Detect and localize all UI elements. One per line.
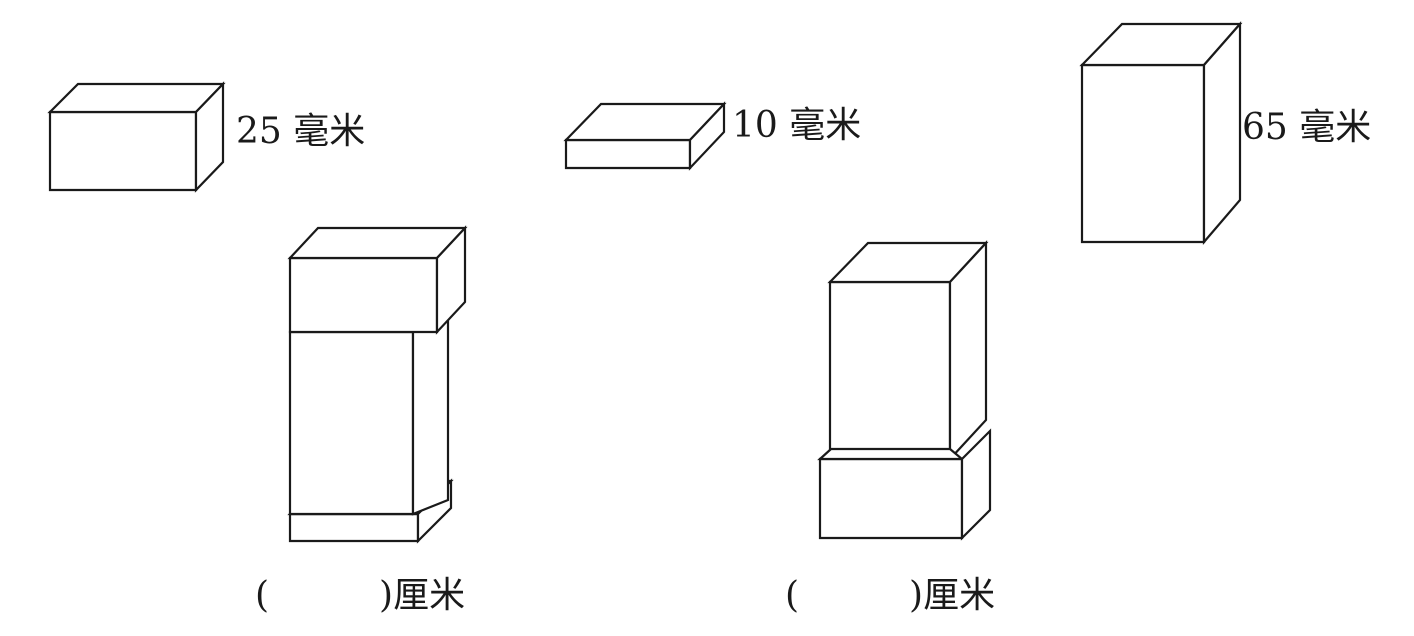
stack-right-answer-unit: 厘米 <box>923 575 996 616</box>
stack-left-answer: ()厘米 <box>255 578 465 614</box>
box-c-front-face <box>1080 63 1206 244</box>
stack-left-top-front <box>288 256 439 334</box>
stack-left-middle-box <box>288 316 450 516</box>
stack-right-answer: ()厘米 <box>785 578 995 614</box>
stack-left-top-side <box>435 225 467 335</box>
stack-left-middle-front <box>288 330 415 516</box>
box-c-side-face <box>1202 21 1242 245</box>
box-a-25mm <box>47 81 226 193</box>
stack-left-paren-close: ) <box>379 575 394 616</box>
box-a-top-face <box>47 82 226 114</box>
box-c-65mm <box>1079 21 1243 245</box>
box-c-height-label: 65 毫米 <box>1242 107 1372 148</box>
stack-right-bottom-top <box>817 447 966 461</box>
stack-right-top-front <box>828 280 952 461</box>
stack-right-top-box <box>827 240 989 462</box>
box-a-height-label: 25 毫米 <box>236 111 366 152</box>
stack-left-bottom-front <box>288 512 420 543</box>
stack-right <box>817 240 992 541</box>
stack-right-bottom-front <box>818 457 964 540</box>
stack-left <box>287 225 468 544</box>
box-a-front-face <box>48 110 198 192</box>
stack-left-middle-side <box>411 316 450 516</box>
box-a-side-face <box>194 81 225 193</box>
stack-right-bottom-side <box>960 428 992 541</box>
stack-right-paren-close: ) <box>909 575 924 616</box>
box-b-side-face <box>688 101 726 171</box>
box-b-front-face <box>564 138 692 170</box>
stack-right-paren-open: ( <box>785 575 800 616</box>
stack-right-top-side <box>948 240 988 462</box>
stack-left-top-box <box>287 225 468 335</box>
stack-left-paren-open: ( <box>255 575 270 616</box>
box-b-10mm <box>563 101 727 171</box>
stack-left-answer-unit: 厘米 <box>393 575 466 616</box>
box-b-height-label: 10 毫米 <box>732 105 862 146</box>
stack-left-top-top <box>287 226 468 260</box>
stack-right-bottom-box <box>817 428 992 541</box>
